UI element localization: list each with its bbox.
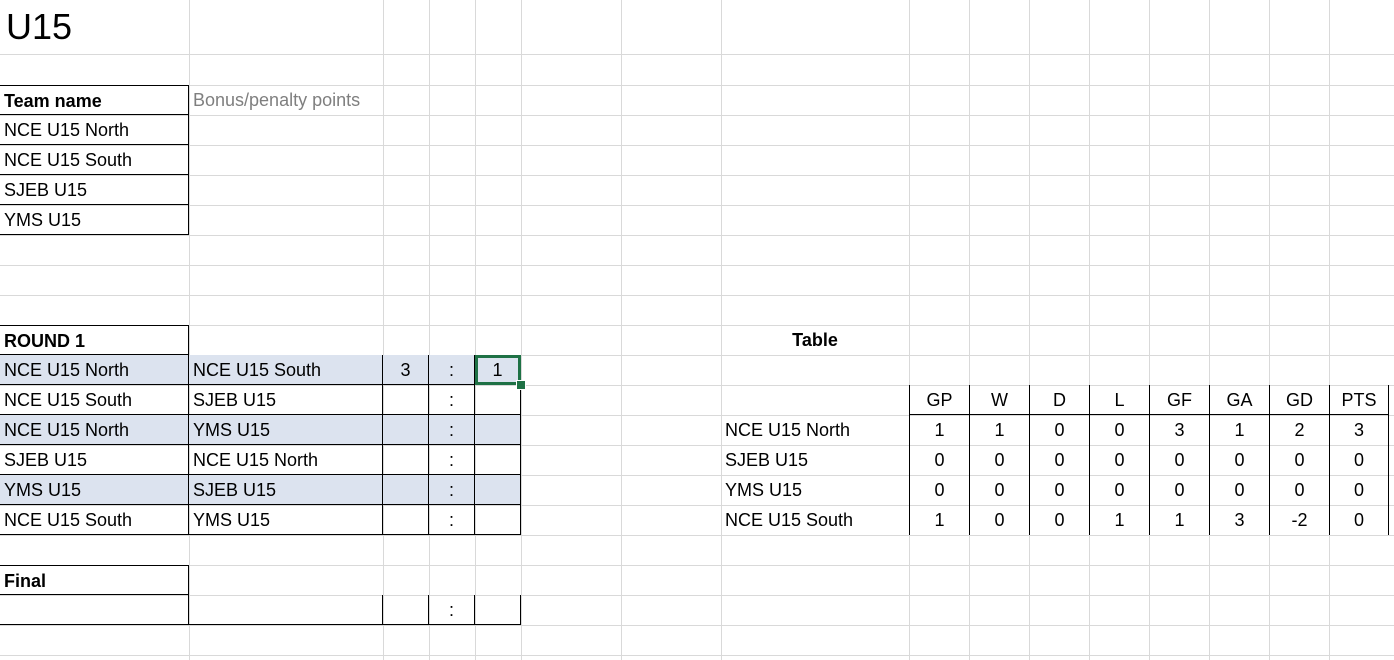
score-separator: : <box>429 445 475 475</box>
standings-stat-cell[interactable]: 1 <box>1149 505 1209 535</box>
score-separator: : <box>429 595 475 625</box>
standings-team[interactable]: SJEB U15 <box>725 450 809 470</box>
match-away-score[interactable] <box>475 445 521 475</box>
standings-column-header[interactable]: W <box>969 385 1029 415</box>
standings-stat-cell[interactable]: 0 <box>1209 445 1269 475</box>
standings-stat-cell[interactable]: 0 <box>909 445 969 475</box>
standings-team[interactable]: NCE U15 South <box>725 510 854 530</box>
standings-column-header[interactable]: GP <box>909 385 969 415</box>
match-home-score[interactable] <box>383 415 429 445</box>
standings-stat-cell[interactable]: 0 <box>1269 475 1329 505</box>
fill-handle[interactable] <box>516 380 526 390</box>
match-away-team[interactable]: YMS U15 <box>189 505 383 535</box>
standings-stat-cell[interactable]: 0 <box>1329 505 1389 535</box>
team-name-header[interactable]: Team name <box>0 85 189 115</box>
match-home-score[interactable] <box>383 505 429 535</box>
standings-column-header[interactable]: L <box>1089 385 1149 415</box>
score-separator: : <box>429 355 475 385</box>
standings-stat-cell[interactable]: 0 <box>1329 475 1389 505</box>
final-label[interactable]: Final <box>0 565 189 595</box>
standings-stat-cell[interactable]: 1 <box>1209 415 1269 445</box>
match-home-team[interactable]: YMS U15 <box>0 475 189 505</box>
match-home-score[interactable]: 3 <box>383 355 429 385</box>
score-separator: : <box>429 385 475 415</box>
standings-stat-cell[interactable]: 0 <box>969 475 1029 505</box>
match-away-score[interactable] <box>475 415 521 445</box>
match-away-score[interactable] <box>475 475 521 505</box>
final-away-team[interactable] <box>189 595 383 625</box>
match-away-team[interactable]: NCE U15 South <box>189 355 383 385</box>
match-away-score[interactable] <box>475 505 521 535</box>
standings-stat-cell[interactable]: 0 <box>1029 475 1089 505</box>
team-name-cell[interactable]: YMS U15 <box>0 205 189 235</box>
score-separator: : <box>429 475 475 505</box>
match-home-score[interactable] <box>383 445 429 475</box>
standings-title[interactable]: Table <box>792 330 838 350</box>
standings-team[interactable]: YMS U15 <box>725 480 803 500</box>
standings-stat-cell[interactable]: 0 <box>1089 415 1149 445</box>
standings-column-header[interactable]: GF <box>1149 385 1209 415</box>
standings-stat-cell[interactable]: 0 <box>1149 475 1209 505</box>
team-name-cell[interactable]: SJEB U15 <box>0 175 189 205</box>
standings-team[interactable]: NCE U15 North <box>725 420 851 440</box>
standings-stat-cell[interactable]: 1 <box>909 505 969 535</box>
standings-stat-cell[interactable]: 0 <box>1089 445 1149 475</box>
standings-stat-cell[interactable]: 0 <box>1029 445 1089 475</box>
standings-column-header[interactable]: GA <box>1209 385 1269 415</box>
standings-stat-cell[interactable]: 0 <box>1089 475 1149 505</box>
team-name-cell[interactable]: NCE U15 South <box>0 145 189 175</box>
standings-stat-cell[interactable]: 0 <box>1209 475 1269 505</box>
match-away-score-selected[interactable]: 1 <box>475 355 521 385</box>
final-home-score[interactable] <box>383 595 429 625</box>
standings-stat-cell[interactable]: 0 <box>1269 445 1329 475</box>
match-home-score[interactable] <box>383 475 429 505</box>
standings-stat-cell[interactable]: 3 <box>1329 415 1389 445</box>
bonus-points-header[interactable]: Bonus/penalty points <box>193 90 361 110</box>
standings-stat-cell[interactable]: 0 <box>1029 505 1089 535</box>
match-away-team[interactable]: NCE U15 North <box>189 445 383 475</box>
score-separator: : <box>429 415 475 445</box>
round-label[interactable]: ROUND 1 <box>0 325 189 355</box>
standings-stat-cell[interactable]: 3 <box>1149 415 1209 445</box>
standings-column-header[interactable]: GD <box>1269 385 1329 415</box>
match-home-team[interactable]: NCE U15 North <box>0 415 189 445</box>
standings-stat-cell[interactable]: -2 <box>1269 505 1329 535</box>
match-away-team[interactable]: SJEB U15 <box>189 475 383 505</box>
standings-stat-cell[interactable]: 0 <box>969 505 1029 535</box>
standings-stat-cell[interactable]: 2 <box>1269 415 1329 445</box>
standings-stat-cell[interactable]: 1 <box>969 415 1029 445</box>
match-away-team[interactable]: SJEB U15 <box>189 385 383 415</box>
score-separator: : <box>429 505 475 535</box>
match-home-team[interactable]: NCE U15 South <box>0 505 189 535</box>
match-home-team[interactable]: NCE U15 South <box>0 385 189 415</box>
standings-stat-cell[interactable]: 1 <box>1089 505 1149 535</box>
standings-stat-cell[interactable]: 0 <box>1149 445 1209 475</box>
standings-column-header[interactable]: D <box>1029 385 1089 415</box>
final-away-score[interactable] <box>475 595 521 625</box>
standings-column-header[interactable]: PTS <box>1329 385 1389 415</box>
match-home-team[interactable]: NCE U15 North <box>0 355 189 385</box>
standings-stat-cell[interactable]: 0 <box>1329 445 1389 475</box>
standings-stat-cell[interactable]: 0 <box>969 445 1029 475</box>
match-away-team[interactable]: YMS U15 <box>189 415 383 445</box>
match-away-score[interactable] <box>475 385 521 415</box>
standings-stat-cell[interactable]: 1 <box>909 415 969 445</box>
sheet-title[interactable]: U15 <box>6 6 73 47</box>
final-home-team[interactable] <box>0 595 189 625</box>
team-name-cell[interactable]: NCE U15 North <box>0 115 189 145</box>
standings-stat-cell[interactable]: 0 <box>909 475 969 505</box>
standings-stat-cell[interactable]: 3 <box>1209 505 1269 535</box>
standings-stat-cell[interactable]: 0 <box>1029 415 1089 445</box>
match-home-team[interactable]: SJEB U15 <box>0 445 189 475</box>
match-home-score[interactable] <box>383 385 429 415</box>
